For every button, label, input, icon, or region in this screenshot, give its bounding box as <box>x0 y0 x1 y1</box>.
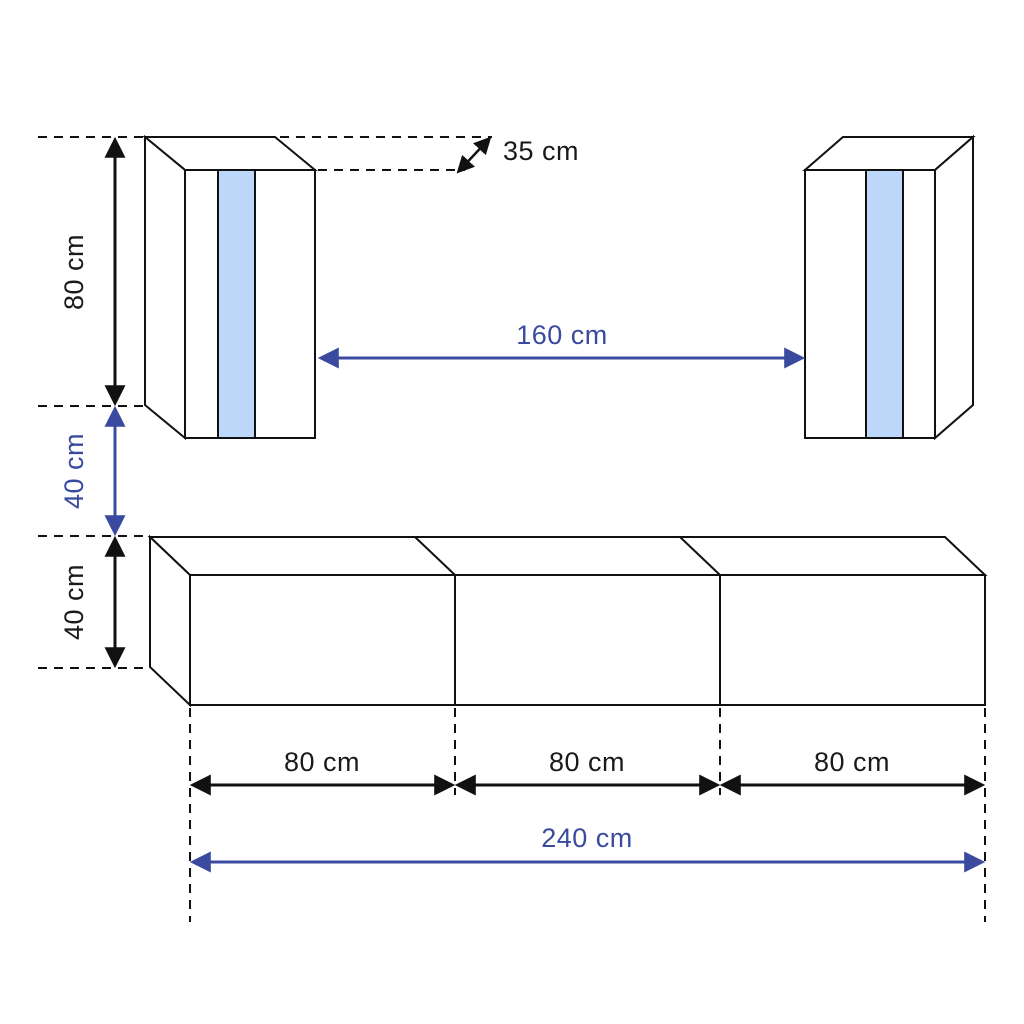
label-tall-height: 80 cm <box>59 234 89 310</box>
label-vertical-gap: 40 cm <box>59 433 89 509</box>
glass-panel <box>217 169 256 439</box>
base-divider-top-1 <box>414 536 456 576</box>
label-section-2: 80 cm <box>549 747 625 777</box>
label-section-1: 80 cm <box>284 747 360 777</box>
label-depth: 35 cm <box>503 136 579 166</box>
base-front-face <box>189 574 986 706</box>
label-section-3: 80 cm <box>814 747 890 777</box>
glass-panel <box>865 169 904 439</box>
cabinet-side-face <box>934 134 974 441</box>
label-base-height: 40 cm <box>59 564 89 640</box>
dimension-arrows <box>104 136 986 873</box>
base-divider-top-2 <box>679 536 721 576</box>
base-top-face <box>147 536 988 576</box>
dimension-labels: 80 cm 40 cm 40 cm 35 cm 160 cm 80 cm 80 … <box>59 136 890 853</box>
label-span: 160 cm <box>516 320 608 350</box>
cabinet-side-face <box>144 134 186 441</box>
base-cabinet-row <box>147 534 988 708</box>
wall-cabinet-right <box>802 134 976 441</box>
wall-cabinet-left <box>142 134 318 441</box>
dimension-arrow-depth <box>456 136 492 174</box>
label-total-width: 240 cm <box>541 823 633 853</box>
